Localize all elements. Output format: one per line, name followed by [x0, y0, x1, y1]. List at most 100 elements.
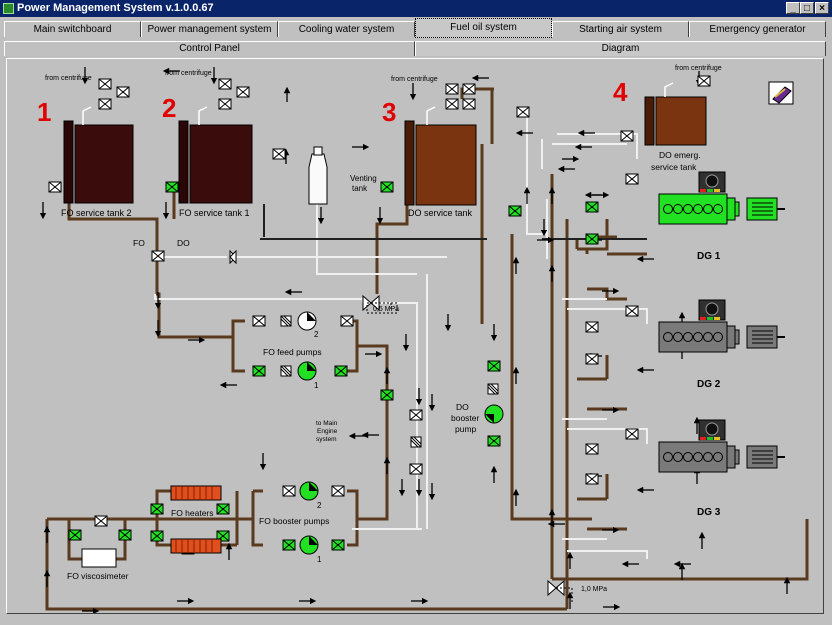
fo-service-tank-2[interactable] — [74, 124, 134, 204]
valve-32[interactable] — [331, 485, 345, 497]
fuel-oil-diagram: from centrifuge from centrifuge from cen… — [37, 65, 809, 615]
label-fo-booster-pumps: FO booster pumps — [259, 516, 329, 526]
tab-power-management[interactable]: Power management system — [141, 21, 278, 37]
valve-8[interactable] — [272, 148, 286, 160]
valve-9[interactable] — [380, 181, 394, 193]
valve-43[interactable] — [216, 503, 230, 515]
tab-control-panel[interactable]: Control Panel — [4, 41, 415, 56]
valve-10[interactable] — [445, 98, 459, 110]
valve-23[interactable] — [585, 353, 599, 365]
valve-30[interactable] — [334, 365, 348, 377]
valve-37[interactable] — [380, 389, 394, 401]
valve-3[interactable] — [218, 98, 232, 110]
fo-service-tank-1[interactable] — [189, 124, 253, 204]
valve-19[interactable] — [585, 201, 599, 213]
generators — [658, 171, 785, 473]
diesel-generator-1[interactable] — [658, 171, 785, 225]
tank-number-1: 1 — [37, 97, 51, 127]
valve-18[interactable] — [625, 173, 639, 185]
valves — [48, 75, 711, 555]
fo-booster-pump-1[interactable] — [299, 535, 319, 555]
generator-labels: DG 1 DG 2 DG 3 — [697, 251, 721, 518]
manual-book-icon[interactable] — [768, 81, 794, 105]
fo-feed-pump-1[interactable] — [297, 361, 317, 381]
app-icon — [3, 3, 14, 14]
minimize-icon[interactable]: _ — [786, 2, 800, 14]
valve-14[interactable] — [516, 106, 530, 118]
tank-numbers: 1 2 3 4 — [37, 77, 628, 127]
valve-29[interactable] — [252, 365, 266, 377]
do-booster-pump[interactable] — [484, 404, 504, 424]
do-emerg-service-tank[interactable] — [655, 96, 707, 146]
valve-42[interactable] — [150, 503, 164, 515]
valve-22[interactable] — [585, 321, 599, 333]
valve-33[interactable] — [282, 539, 296, 551]
maximize-icon[interactable]: □ — [800, 2, 814, 14]
valve-48[interactable] — [118, 529, 132, 541]
tank-number-2: 2 — [162, 93, 176, 123]
do-service-tank[interactable] — [415, 124, 477, 206]
label-pressure-10: 1,0 MPa — [581, 586, 607, 593]
valve-1[interactable] — [98, 78, 112, 90]
valve-44[interactable] — [150, 530, 164, 542]
fo-feed-pump-2[interactable] — [297, 311, 317, 331]
label-do-service-tank: DO service tank — [408, 208, 473, 218]
valve-28[interactable] — [340, 315, 354, 327]
close-icon[interactable]: × — [815, 2, 829, 14]
valve-15[interactable] — [620, 130, 634, 142]
valve-13[interactable] — [462, 83, 476, 95]
valve-16[interactable] — [697, 75, 711, 87]
fo-viscosimeter[interactable] — [81, 548, 117, 568]
diesel-generator-2[interactable] — [658, 299, 785, 353]
tab-emergency-generator[interactable]: Emergency generator — [689, 21, 826, 37]
tab-diagram[interactable]: Diagram — [415, 41, 826, 56]
tab-main-switchboard[interactable]: Main switchboard — [4, 21, 141, 37]
valve-31[interactable] — [282, 485, 296, 497]
valve-7[interactable] — [165, 181, 179, 193]
valve-12[interactable] — [445, 83, 459, 95]
valve-38[interactable] — [409, 463, 423, 475]
valve-40[interactable] — [487, 360, 501, 372]
valve-6[interactable] — [48, 181, 62, 193]
valve-26[interactable] — [585, 473, 599, 485]
label-feed-pump-2-number: 2 — [314, 330, 319, 339]
valve-46[interactable] — [94, 515, 108, 527]
valve-25[interactable] — [585, 443, 599, 455]
tab-cooling-water[interactable]: Cooling water system — [278, 21, 415, 37]
valve-17[interactable] — [508, 205, 522, 217]
valve-49[interactable] — [151, 250, 165, 262]
label-pressure-05: 0,5 MPa — [373, 306, 399, 313]
tab-fuel-oil[interactable]: Fuel oil system — [415, 18, 552, 38]
valve-34[interactable] — [331, 539, 345, 551]
fo-heaters[interactable] — [170, 485, 222, 554]
title-bar: Power Management System v.1.0.0.67 _ □ × — [0, 0, 832, 17]
valve-20[interactable] — [585, 233, 599, 245]
tank-number-4: 4 — [613, 77, 628, 107]
valve-0[interactable] — [98, 98, 112, 110]
label-from-centrifuge-3: from centrifuge — [391, 76, 438, 83]
label-fo-feed-pumps: FO feed pumps — [263, 347, 322, 357]
diesel-generator-3[interactable] — [658, 419, 785, 473]
valve-11[interactable] — [462, 98, 476, 110]
label-venting-1: Venting — [350, 174, 377, 183]
valve-21[interactable] — [625, 305, 639, 317]
valve-47[interactable] — [68, 529, 82, 541]
venting-tank[interactable] — [308, 153, 328, 205]
valve-24[interactable] — [625, 428, 639, 440]
fo-booster-pump-2[interactable] — [299, 481, 319, 501]
valve-4[interactable] — [218, 78, 232, 90]
valve-5[interactable] — [236, 86, 250, 98]
valve-27[interactable] — [252, 315, 266, 327]
label-dg1: DG 1 — [697, 251, 721, 262]
window-title: Power Management System v.1.0.0.67 — [17, 2, 214, 14]
label-do-booster-3: pump — [455, 424, 477, 434]
label-do: DO — [177, 238, 190, 248]
label-do-emerg-1: DO emerg. — [659, 150, 701, 160]
tank-number-3: 3 — [382, 97, 396, 127]
label-dg3: DG 3 — [697, 507, 721, 518]
label-from-centrifuge-1: from centrifuge — [45, 75, 92, 82]
valve-41[interactable] — [487, 435, 501, 447]
valve-2[interactable] — [116, 86, 130, 98]
tab-starting-air[interactable]: Starting air system — [552, 21, 689, 37]
valve-39[interactable] — [409, 409, 423, 421]
